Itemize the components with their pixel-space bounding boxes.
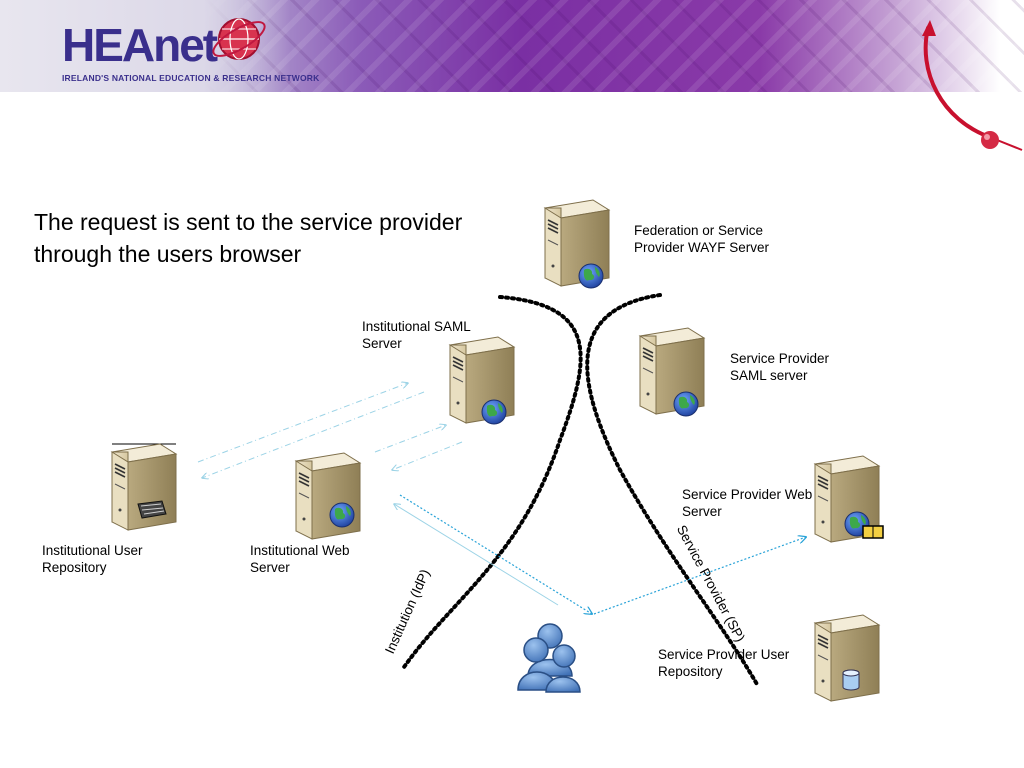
sp-saml-server-label: Service Provider SAML server [730,351,830,383]
active-arrows [399,494,806,614]
header-banner: HEAnet IRELAND'S NATIONAL EDUCATION & RE… [0,0,1024,92]
slide-headline: The request is sent to the service provi… [34,209,463,267]
inst-user-repo-label: Institutional User Repository [42,543,143,575]
brand-logo-text: HEAnet [62,19,218,71]
sp-web-server-icon [814,455,884,543]
wayf-server-icon [544,199,610,289]
sp-user-repo-icon [814,614,880,702]
sp-web-server-label: Service Provider Web Server [682,487,813,519]
idp-boundary-line [400,295,583,672]
swoosh-arrow-icon [922,20,1023,151]
inst-web-server-label: Institutional Web Server [250,543,350,575]
faint-arrows [197,383,559,606]
users-group-icon [517,623,581,693]
inst-web-server-icon [295,452,361,540]
brand-tagline: IRELAND'S NATIONAL EDUCATION & RESEARCH … [62,73,320,83]
wayf-server-label: Federation or Service Provider WAYF Serv… [634,223,770,255]
sp-user-repo-label: Service Provider User Repository [658,647,790,679]
inst-user-repo-icon [111,443,177,531]
globe-logo-icon [212,18,266,60]
inst-saml-server-label: Institutional SAML Server [362,319,471,351]
sp-saml-server-icon [639,327,705,417]
sp-boundary-line [585,293,760,688]
